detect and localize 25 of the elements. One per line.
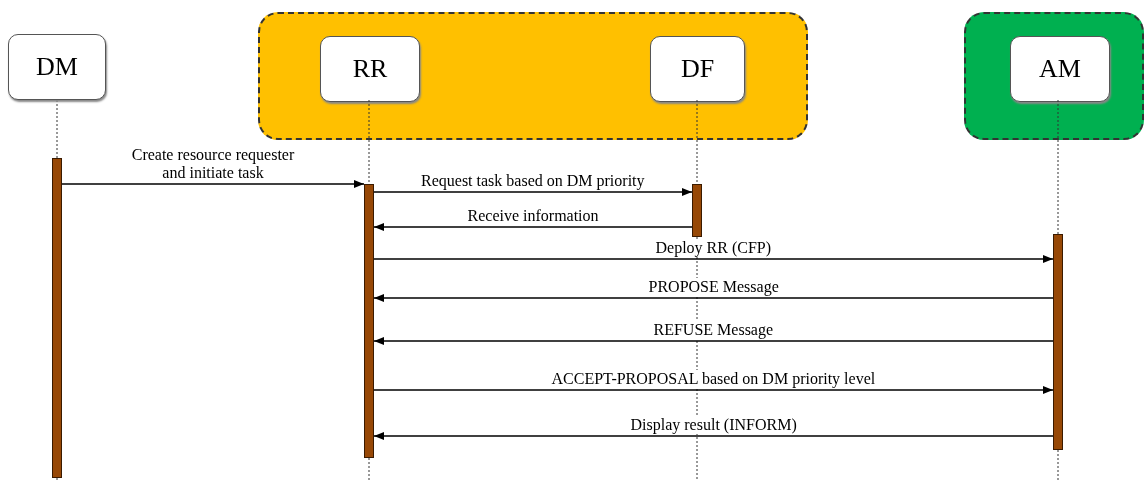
message-arrow <box>373 294 1054 302</box>
participant-box: RR <box>320 36 420 102</box>
message-arrow <box>373 255 1054 263</box>
message-arrow <box>373 188 693 196</box>
group-box <box>964 12 1144 140</box>
message-arrow <box>61 180 365 188</box>
edge-label: Request task based on DM priority <box>418 172 648 190</box>
lifeline <box>56 99 58 159</box>
activation-bar <box>52 158 62 478</box>
lifeline <box>1057 99 1059 235</box>
group-box <box>258 12 808 140</box>
activation-bar <box>364 184 374 458</box>
message-arrow <box>373 337 1054 345</box>
participant-box: AM <box>1010 36 1110 102</box>
edge-label: PROPOSE Message <box>645 278 782 296</box>
participant-box: DM <box>8 34 106 100</box>
edge-label: Display result (INFORM) <box>627 416 800 434</box>
message-arrow <box>373 223 693 231</box>
activation-bar <box>692 184 702 237</box>
lifeline <box>368 99 370 185</box>
activation-bar <box>1053 234 1063 450</box>
message-arrow <box>373 386 1054 394</box>
lifeline <box>696 99 698 185</box>
participant-box: DF <box>650 36 745 102</box>
message-arrow <box>373 432 1054 440</box>
